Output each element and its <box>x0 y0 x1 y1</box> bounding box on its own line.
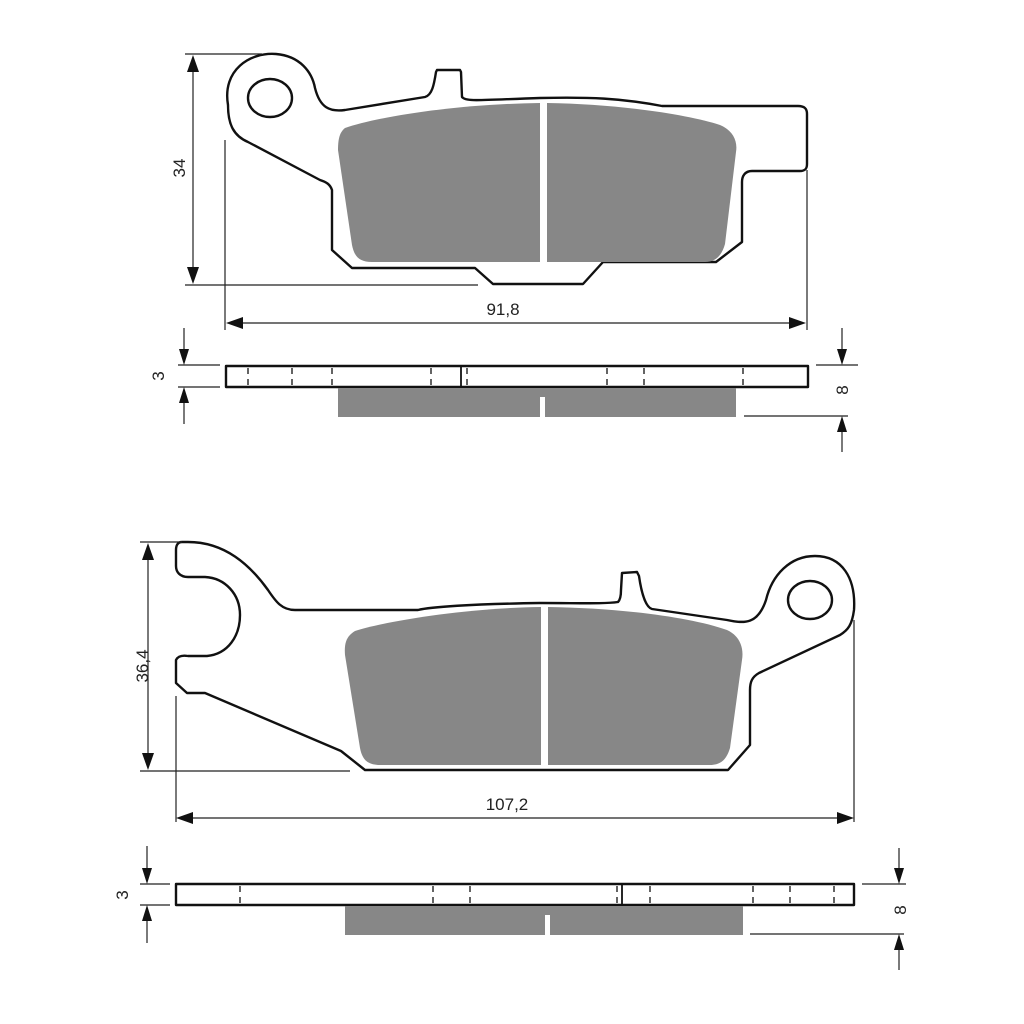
pad-top-side-friction <box>338 388 736 417</box>
pad-top-side-view <box>224 364 810 417</box>
pad-top-dimensions: 34 91,8 <box>170 53 808 330</box>
pad-top-width-label: 91,8 <box>486 300 519 319</box>
pad-top-backplate-thickness-label: 3 <box>149 371 168 380</box>
pad-bottom-side-dimensions: 3 8 <box>113 846 910 970</box>
pad-bottom-width-label: 107,2 <box>486 795 529 814</box>
pad-top-mounting-hole <box>246 77 294 119</box>
pad-bottom-backplate-thickness-label: 3 <box>113 890 132 899</box>
pad-bottom-front-view <box>174 540 856 772</box>
pad-bottom-side-friction <box>345 906 743 935</box>
pad-top-front-view <box>225 52 809 286</box>
pad-top-side-dimensions: 3 8 <box>149 328 858 452</box>
pad-top-side-backplate <box>224 364 810 389</box>
pad-top-friction-left <box>338 103 540 262</box>
pad-bottom-side-backplate <box>174 882 856 907</box>
pad-bottom-mounting-hole <box>786 579 834 621</box>
pad-top-height-label: 34 <box>170 159 189 178</box>
pad-bottom-friction-right <box>548 607 743 765</box>
pad-bottom-side-view <box>174 882 856 935</box>
pad-top-friction-right <box>547 103 737 262</box>
pad-bottom-total-thickness-label: 8 <box>891 905 910 914</box>
pad-bottom-friction-left <box>344 607 541 765</box>
pad-bottom-height-label: 36,4 <box>133 649 152 682</box>
pad-bottom-dimensions: 36,4 107,2 <box>133 541 855 824</box>
pad-top-total-thickness-label: 8 <box>833 385 852 394</box>
